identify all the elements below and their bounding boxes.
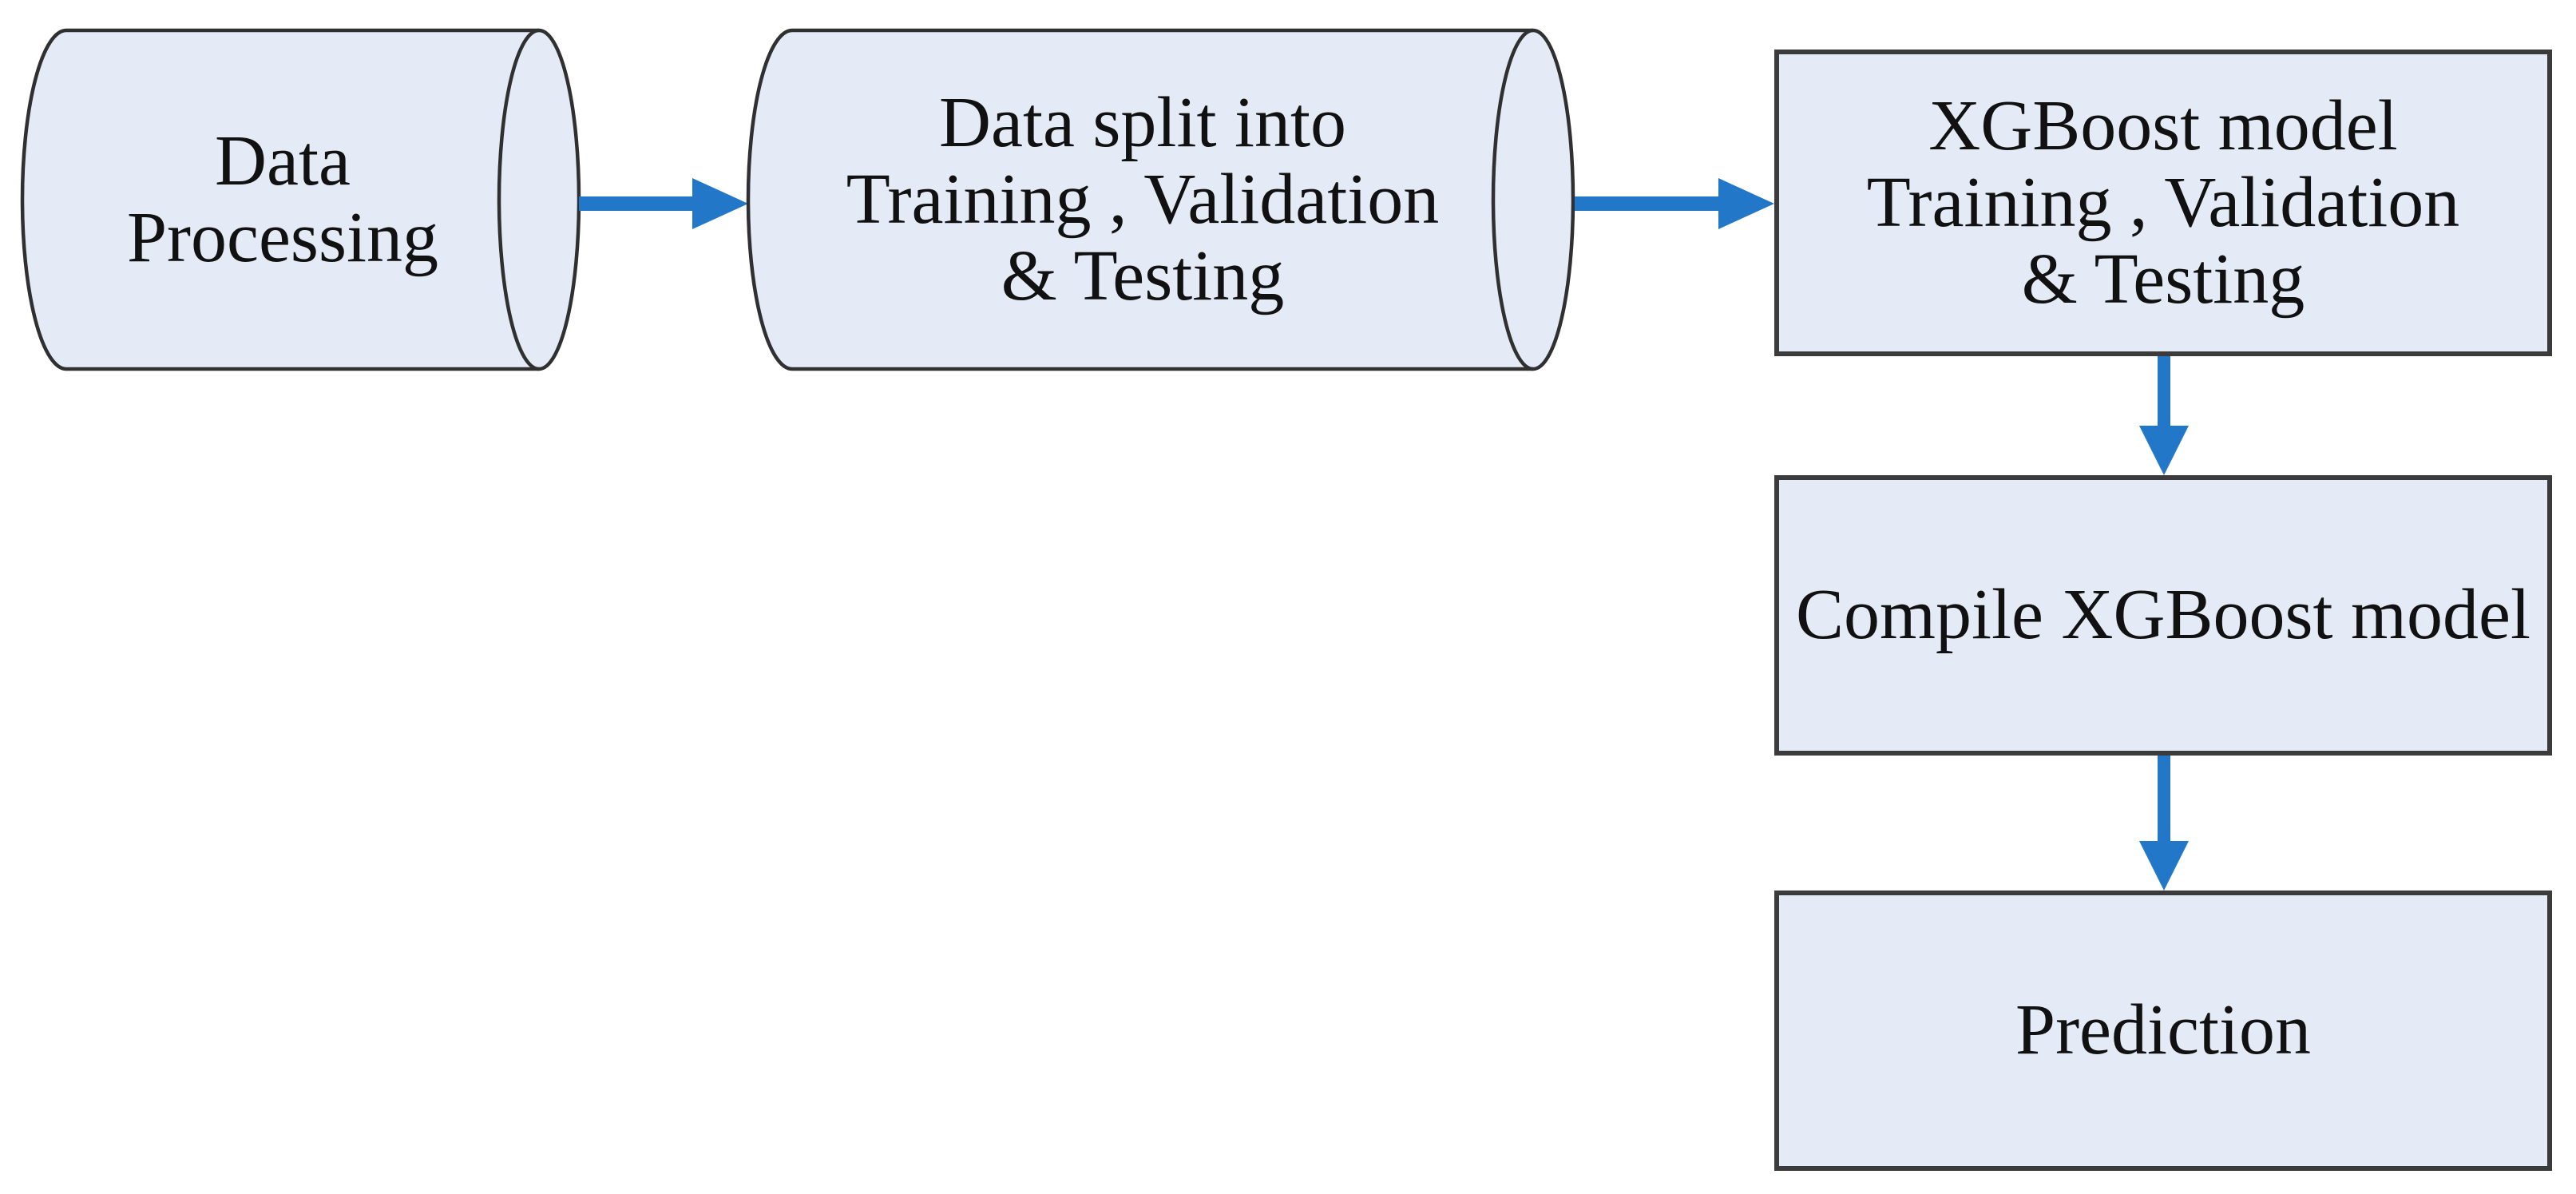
- box-compile-model: [1774, 475, 2552, 756]
- cylinder-data-split: [746, 28, 1575, 371]
- arrow-compile-to-prediction-icon: [2139, 756, 2189, 891]
- arrow-training-to-compile-icon: [2139, 356, 2189, 475]
- cylinder-data-processing: [20, 28, 581, 371]
- arrow-processing-to-split-icon: [579, 178, 748, 229]
- box-xgboost-training: [1774, 50, 2552, 356]
- cylinder-data-split-cap-icon: [1491, 28, 1534, 371]
- box-prediction: [1774, 891, 2552, 1171]
- arrow-split-to-training-icon: [1575, 178, 1774, 229]
- cylinder-data-processing-cap-icon: [497, 28, 540, 371]
